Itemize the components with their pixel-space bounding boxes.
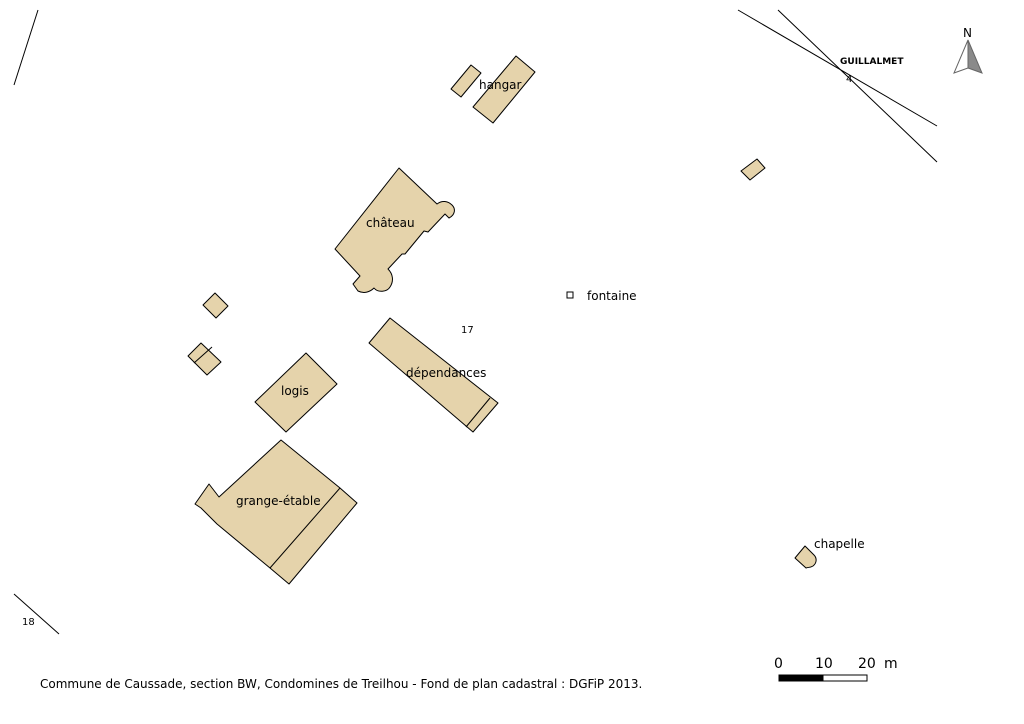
grange-etable-building <box>194 439 358 585</box>
logis-building <box>254 352 338 433</box>
fontaine-marker <box>566 291 574 299</box>
small-building-ne <box>740 158 766 181</box>
scale-label-20: 20 <box>858 656 876 672</box>
building-division-line <box>465 397 491 428</box>
north-arrow-label: N <box>963 26 972 40</box>
parcel-number-18: 18 <box>22 617 35 628</box>
scale-bar-black-segment <box>778 674 824 682</box>
dependances-building <box>368 317 499 433</box>
hangar-building <box>472 55 536 124</box>
scale-bar: 0 10 20 m <box>774 656 898 682</box>
building-division-line <box>193 346 213 364</box>
road-edge-line <box>777 9 938 163</box>
chateau-building <box>334 167 455 293</box>
scale-label-0: 0 <box>774 656 783 672</box>
parcel-number-17: 17 <box>461 325 474 336</box>
scale-unit-label: m <box>884 656 898 672</box>
small-building-w2 <box>187 342 222 376</box>
chateau-label: château <box>366 216 415 230</box>
road-name-label: GUILLALMET <box>840 57 904 67</box>
building-division-line <box>269 487 341 569</box>
map-caption: Commune de Caussade, section BW, Condomi… <box>40 677 643 691</box>
dependances-label: dépendances <box>406 366 486 380</box>
north-arrow-left-icon <box>953 39 969 74</box>
hangar-label: hangar <box>479 78 522 92</box>
small-building-w1 <box>202 292 229 319</box>
parcel-boundary-line <box>13 593 60 635</box>
hangar-small-building <box>450 64 482 98</box>
north-arrow: N <box>953 26 983 74</box>
chapelle-label: chapelle <box>814 537 865 551</box>
scale-label-10: 10 <box>815 656 833 672</box>
chapelle-building <box>794 545 817 569</box>
parcel-boundary-line <box>13 9 39 86</box>
north-arrow-right-icon <box>967 39 983 74</box>
road-edge-line <box>737 9 938 127</box>
road-number-label: 4 <box>846 74 852 85</box>
fontaine-label: fontaine <box>587 289 637 303</box>
logis-label: logis <box>281 384 309 398</box>
scale-bar-white-segment <box>822 674 868 682</box>
grange-etable-label: grange-étable <box>236 494 321 508</box>
